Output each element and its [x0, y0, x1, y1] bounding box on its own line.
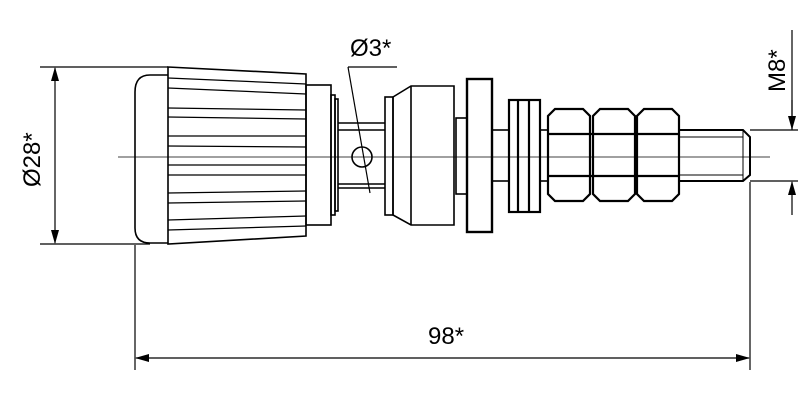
knob-diameter-dimension: [40, 66, 168, 245]
thread-label: M8*: [764, 49, 791, 92]
overall-length-label: 98*: [428, 323, 464, 350]
knob: [134, 66, 307, 245]
knob-diameter-label: Ø28*: [19, 132, 46, 187]
collar: [305, 84, 339, 226]
thread-dimension: [750, 30, 798, 215]
hole-dimension: Ø3*: [347, 35, 397, 194]
threaded-stud: [679, 129, 751, 182]
hex-nut: [635, 107, 681, 203]
flange: [465, 77, 494, 234]
insulator-body: [384, 85, 468, 226]
length-dimension: [134, 182, 751, 370]
shaft: [338, 122, 385, 189]
washer-stack: [507, 98, 542, 214]
hex-nuts: [546, 107, 681, 203]
hex-nut: [546, 107, 592, 203]
stud-segment: [492, 129, 508, 182]
hole-diameter-label: Ø3*: [350, 35, 391, 62]
hex-nut: [591, 107, 637, 203]
